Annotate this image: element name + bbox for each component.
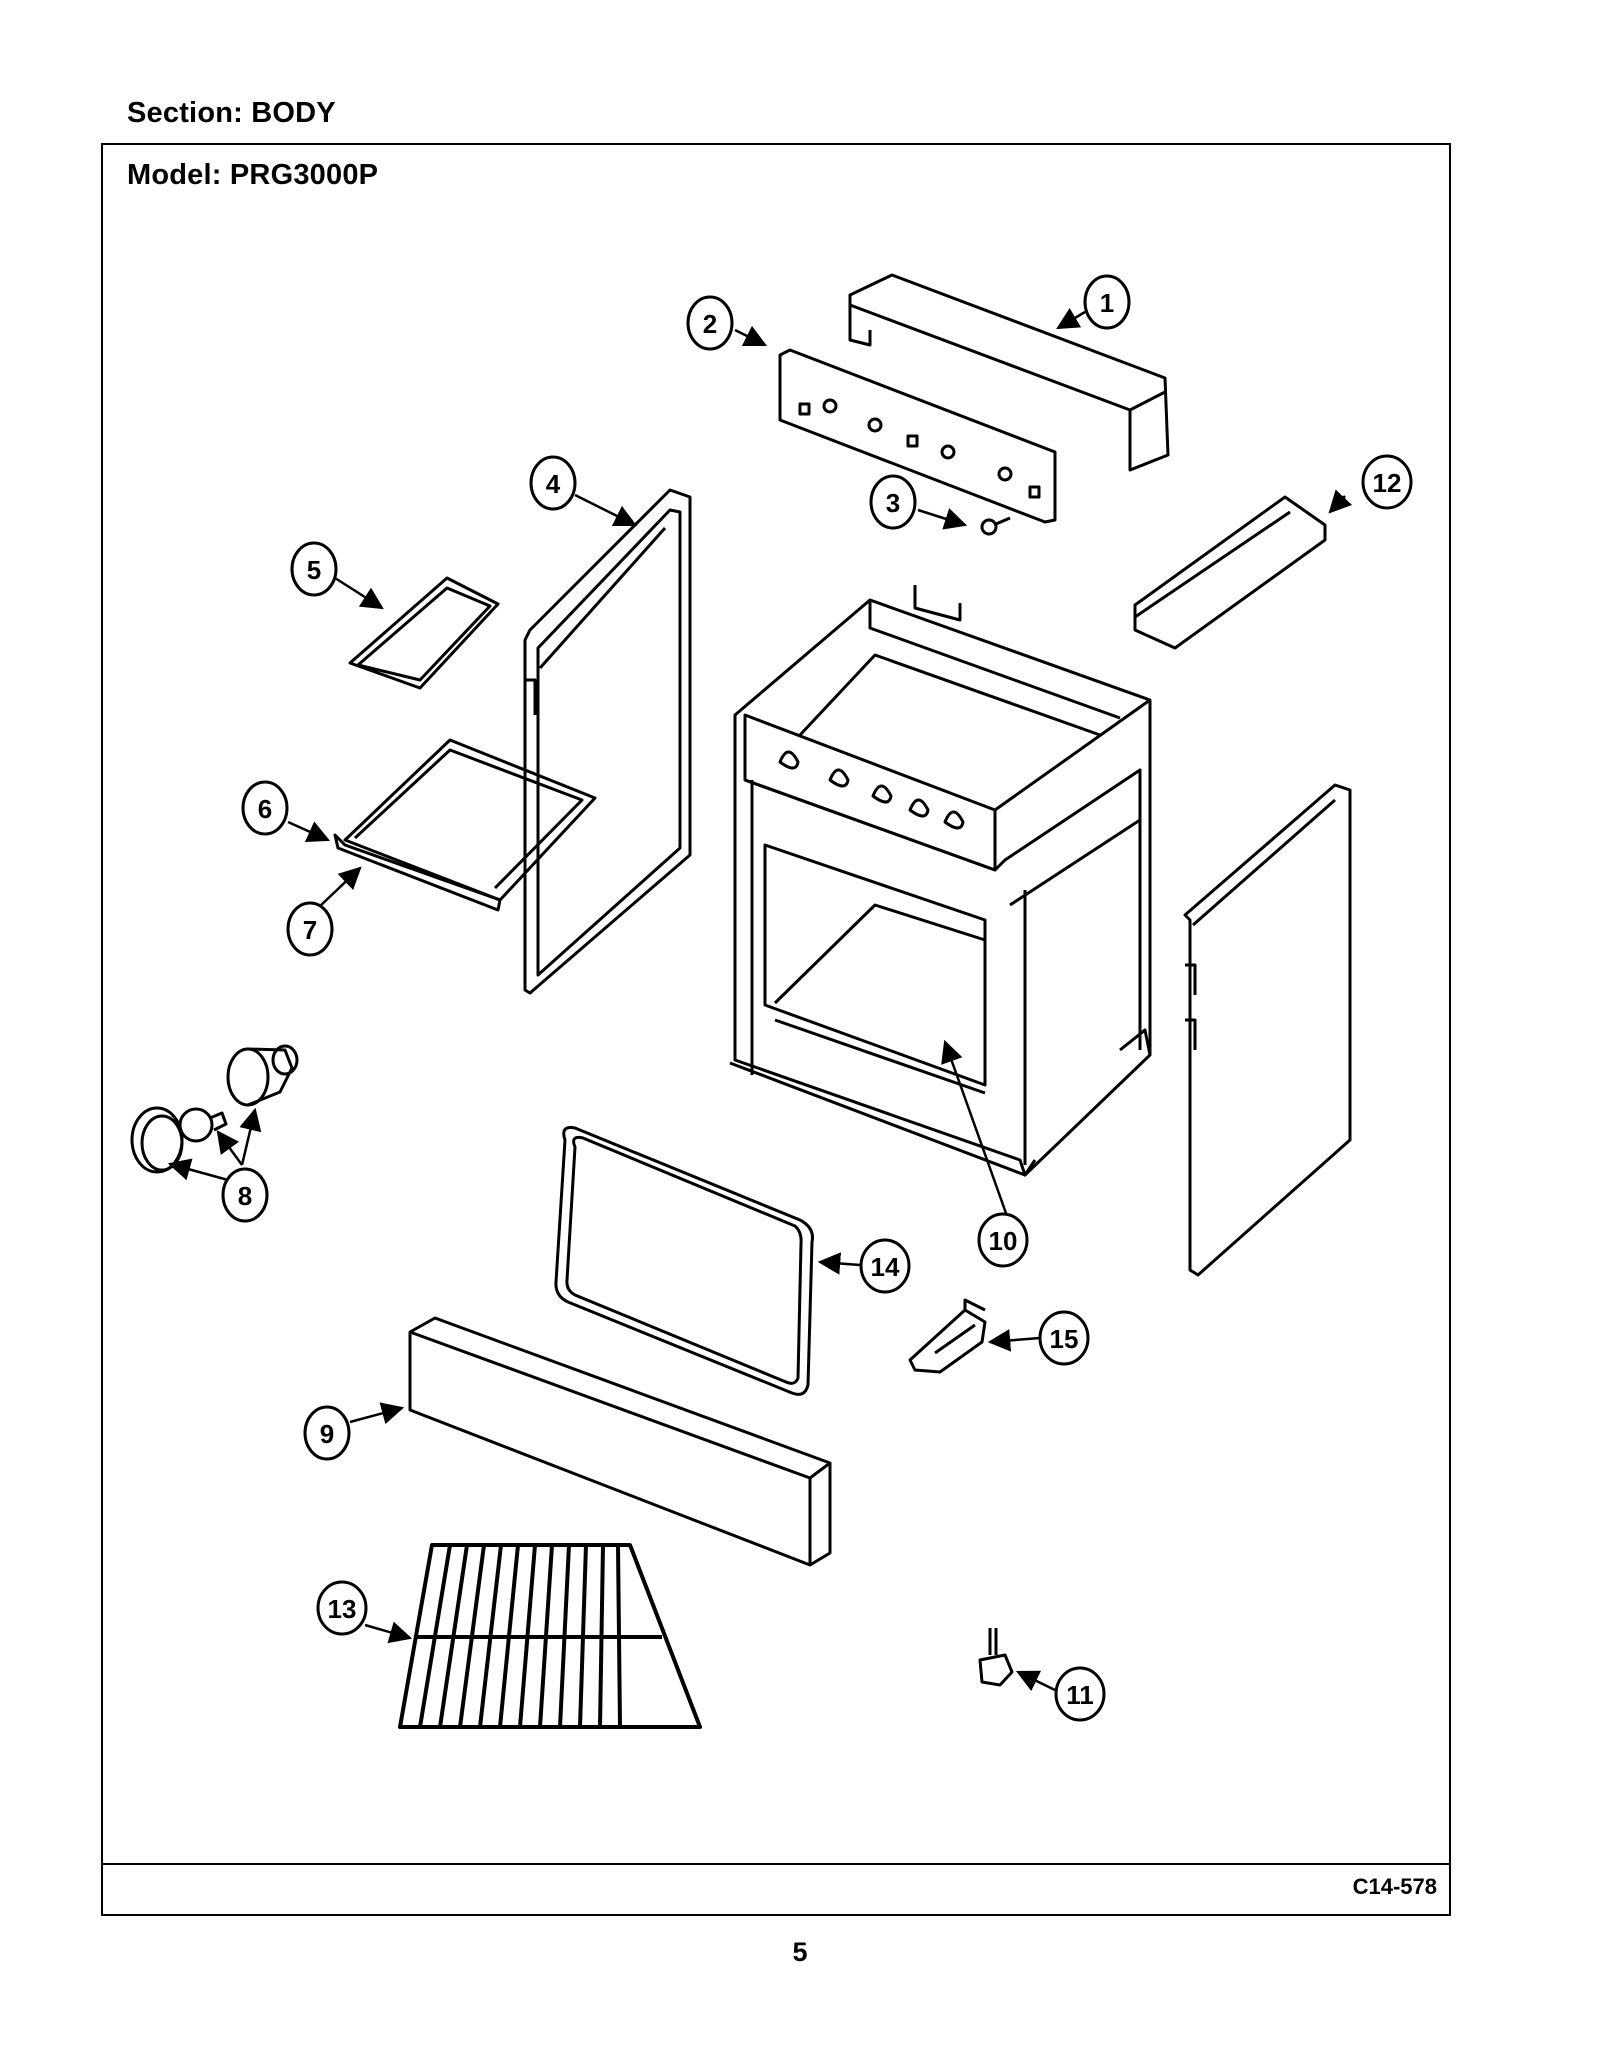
part-control-panel bbox=[778, 348, 1057, 524]
callout-circle-8 bbox=[221, 1167, 269, 1223]
footer-divider bbox=[103, 1863, 1449, 1865]
part-bracket bbox=[908, 1298, 987, 1374]
callout-13: 13 bbox=[328, 1594, 357, 1624]
callout-circle-1 bbox=[1083, 274, 1131, 330]
callout-circle-2 bbox=[686, 295, 734, 351]
part-leveling-leg bbox=[978, 1628, 1014, 1687]
callout-circle-12 bbox=[1361, 454, 1413, 510]
callout-15: 15 bbox=[1050, 1324, 1079, 1354]
callout-14: 14 bbox=[871, 1252, 900, 1282]
callout-4: 4 bbox=[546, 469, 561, 499]
callout-circle-7 bbox=[286, 901, 334, 957]
callout-circle-13 bbox=[316, 1580, 368, 1636]
callout-9: 9 bbox=[320, 1419, 334, 1449]
callout-circle-6 bbox=[241, 780, 289, 836]
callout-8: 8 bbox=[238, 1181, 252, 1211]
part-top-trim bbox=[848, 273, 1170, 472]
part-drawer-front bbox=[408, 1316, 832, 1567]
part-door-gasket bbox=[554, 1126, 814, 1396]
callout-5: 5 bbox=[307, 555, 321, 585]
callout-1: 1 bbox=[1100, 288, 1114, 318]
part-left-side-panel bbox=[523, 488, 692, 995]
part-right-side-panel bbox=[1183, 783, 1352, 1277]
callout-12: 12 bbox=[1373, 468, 1402, 498]
callout-3: 3 bbox=[886, 488, 900, 518]
callout-circle-4 bbox=[529, 455, 577, 511]
callout-7: 7 bbox=[303, 915, 317, 945]
callout-6: 6 bbox=[258, 794, 272, 824]
part-right-trim bbox=[1133, 495, 1327, 650]
part-light-assembly bbox=[130, 1044, 299, 1174]
diagram-frame: Model: PRG3000P C14-578 bbox=[101, 143, 1451, 1916]
callout-10: 10 bbox=[989, 1226, 1018, 1256]
callout-circle-15 bbox=[1038, 1310, 1090, 1366]
callout-2: 2 bbox=[703, 309, 717, 339]
page-number: 5 bbox=[792, 1937, 808, 1967]
part-main-body bbox=[729, 585, 1152, 1177]
section-title: Section: BODY bbox=[127, 97, 336, 129]
callout-circle-3 bbox=[869, 474, 917, 530]
callout-11: 11 bbox=[1066, 1680, 1094, 1710]
diagram-code: C14-578 bbox=[1352, 1874, 1437, 1899]
callout-circle-9 bbox=[303, 1405, 351, 1461]
part-oven-rack bbox=[398, 1543, 702, 1729]
part-drawer-tray bbox=[333, 738, 597, 912]
leader-lines bbox=[167, 307, 1353, 1692]
callout-circle-10 bbox=[977, 1212, 1029, 1268]
part-screw bbox=[980, 516, 1011, 536]
callout-circle-14 bbox=[859, 1238, 911, 1294]
callout-circle-5 bbox=[290, 541, 338, 597]
model-title: Model: PRG3000P bbox=[127, 159, 379, 191]
part-small-tray bbox=[348, 576, 500, 690]
callout-circle-11 bbox=[1054, 1666, 1106, 1722]
